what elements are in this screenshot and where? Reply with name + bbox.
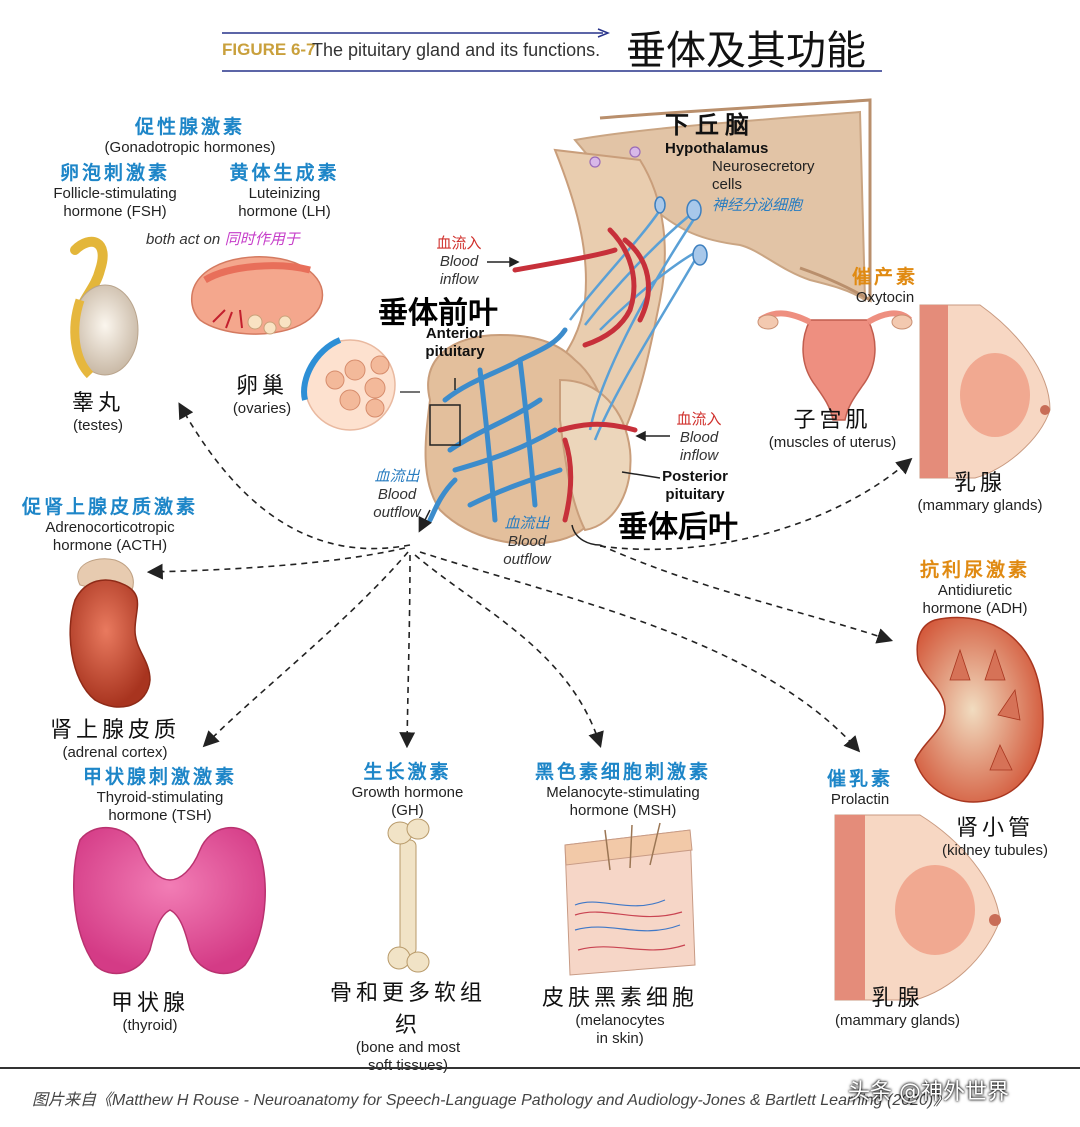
figure-title: The pituitary gland and its functions.	[312, 40, 601, 60]
arrow-to-breast	[419, 551, 861, 753]
arrow-to-thyroid	[202, 551, 409, 748]
uterus-illustration	[757, 310, 913, 421]
adh-label: 抗利尿激素 Antidiuretic hormone (ADH)	[919, 559, 1030, 617]
adrenal-illustration	[69, 558, 151, 708]
posterior-pituitary-en: Posterior pituitary	[662, 468, 728, 503]
oxytocin-label: 催产素 Oxytocin	[851, 266, 918, 306]
gh-label: 生长激素 Growth hormone (GH)	[351, 761, 464, 819]
thyroid-illustration	[73, 826, 266, 975]
posterior-outflow-label: 血流出 Blood outflow	[503, 515, 551, 568]
anterior-pituitary-zh: 垂体前叶	[378, 296, 498, 331]
anterior-pituitary-en: Anterior pituitary	[425, 325, 485, 360]
arrow-to-uterus	[599, 457, 913, 551]
anterior-outflow-label: 血流出 Blood outflow	[373, 468, 421, 521]
hypothalamus-label: 下丘脑 Hypothalamus	[665, 110, 769, 157]
arrow-to-bone	[399, 554, 416, 749]
msh-label: 黑色素细胞刺激素 Melanocyte-stimulating hormone …	[534, 761, 711, 819]
arrow-to-adrenal	[146, 547, 406, 580]
thyroid-label: 甲状腺 (thyroid)	[110, 991, 189, 1034]
watermark: 头条 @神外世界	[848, 1080, 1009, 1105]
posterior-inflow-label: 血流入 Blood inflow	[676, 411, 722, 464]
fsh-label: 卵泡刺激素 Follicle-stimulating hormone (FSH)	[53, 162, 177, 220]
footer-rule	[0, 1067, 1080, 1069]
bone-illustration	[387, 818, 430, 973]
chinese-title: 垂体及其功能	[626, 28, 866, 74]
mammary-right-label: 乳腺 (mammary glands)	[917, 471, 1043, 514]
ovaries-label: 卵巢 (ovaries)	[232, 374, 292, 417]
bone-label: 骨和更多软组织 (bone and most soft tissues)	[329, 981, 486, 1074]
uterus-label: 子宫肌 (muscles of uterus)	[768, 408, 897, 451]
kidney-illustration	[914, 616, 1044, 803]
posterior-lobe	[559, 378, 632, 532]
ovary-illustration	[190, 256, 324, 335]
acth-label: 促肾上腺皮质激素 Adrenocorticotropic hormone (AC…	[21, 496, 198, 554]
testis-illustration	[70, 236, 139, 379]
figure-label: FIGURE 6-7	[222, 40, 316, 59]
gonadotropic-label: 促性腺激素 (Gonadotropic hormones)	[104, 116, 276, 156]
source-caption: 图片来自《Matthew H Rouse - Neuroanatomy for …	[32, 1092, 950, 1109]
posterior-pituitary-zh: 垂体后叶	[618, 510, 738, 545]
neurosecretory-label: Neurosecretory cells 神经分泌细胞	[712, 158, 815, 214]
breast-bottom-illustration	[834, 814, 1001, 1001]
prolactin-label: 催乳素 Prolactin	[826, 768, 893, 808]
adrenal-label: 肾上腺皮质 (adrenal cortex)	[49, 718, 180, 761]
testes-label: 睾丸 (testes)	[71, 391, 124, 434]
skin-illustration	[564, 822, 696, 976]
arrow-to-kidney	[599, 544, 894, 644]
melanocytes-label: 皮肤黑素细胞 (melanocytes in skin)	[541, 986, 698, 1047]
arrow-to-skin	[414, 554, 604, 749]
lh-label: 黄体生成素 Luteinizing hormone (LH)	[229, 162, 340, 220]
anterior-inflow-label: 血流入 Blood inflow	[436, 235, 482, 288]
mammary-bottom-label: 乳腺 (mammary glands)	[834, 986, 961, 1029]
arrow-to-gonads	[178, 402, 411, 550]
both-act-label: both act on 同时作用于	[146, 231, 300, 248]
kidney-label: 肾小管 (kidney tubules)	[942, 816, 1048, 859]
breast-right-illustration	[919, 304, 1051, 479]
tsh-label: 甲状腺刺激激素 Thyroid-stimulating hormone (TSH…	[82, 766, 237, 824]
